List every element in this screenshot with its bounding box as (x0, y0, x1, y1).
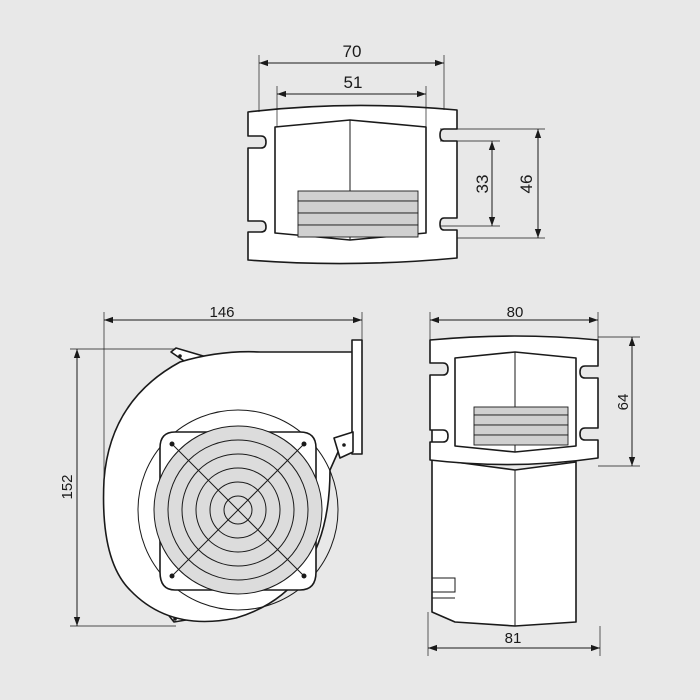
body-foot (431, 577, 456, 593)
dim-label-146: 146 (209, 304, 234, 321)
screw-icon (301, 441, 307, 447)
inlet-ring-outer (137, 409, 339, 611)
dim-label-80: 80 (507, 304, 524, 321)
dim-label-152: 152 (59, 474, 76, 499)
motor-hub (223, 495, 253, 525)
damper-louvers (297, 190, 419, 238)
grille-cross-bar-2 (171, 443, 305, 577)
dim-label-51: 51 (344, 73, 363, 92)
screw-icon (169, 573, 175, 579)
grille-ring-3 (195, 467, 281, 553)
outlet-flange-side (351, 339, 363, 455)
top-view-outlet: 70 51 33 46 (247, 42, 545, 265)
front-view-housing: 146 152 (59, 304, 363, 627)
screw-icon (169, 441, 175, 447)
dim-label-33: 33 (473, 175, 492, 194)
dim-label-81: 81 (505, 630, 522, 647)
side-view: 80 64 81 (427, 304, 640, 656)
grille-ring-2 (181, 453, 295, 567)
dim-label-70: 70 (343, 42, 362, 61)
grille-ring-4 (209, 481, 267, 539)
grille-ring-1 (167, 439, 309, 581)
screw-icon (301, 573, 307, 579)
side-damper-louvers (473, 406, 569, 446)
dim-label-64: 64 (615, 394, 632, 411)
dim-label-46: 46 (517, 175, 536, 194)
